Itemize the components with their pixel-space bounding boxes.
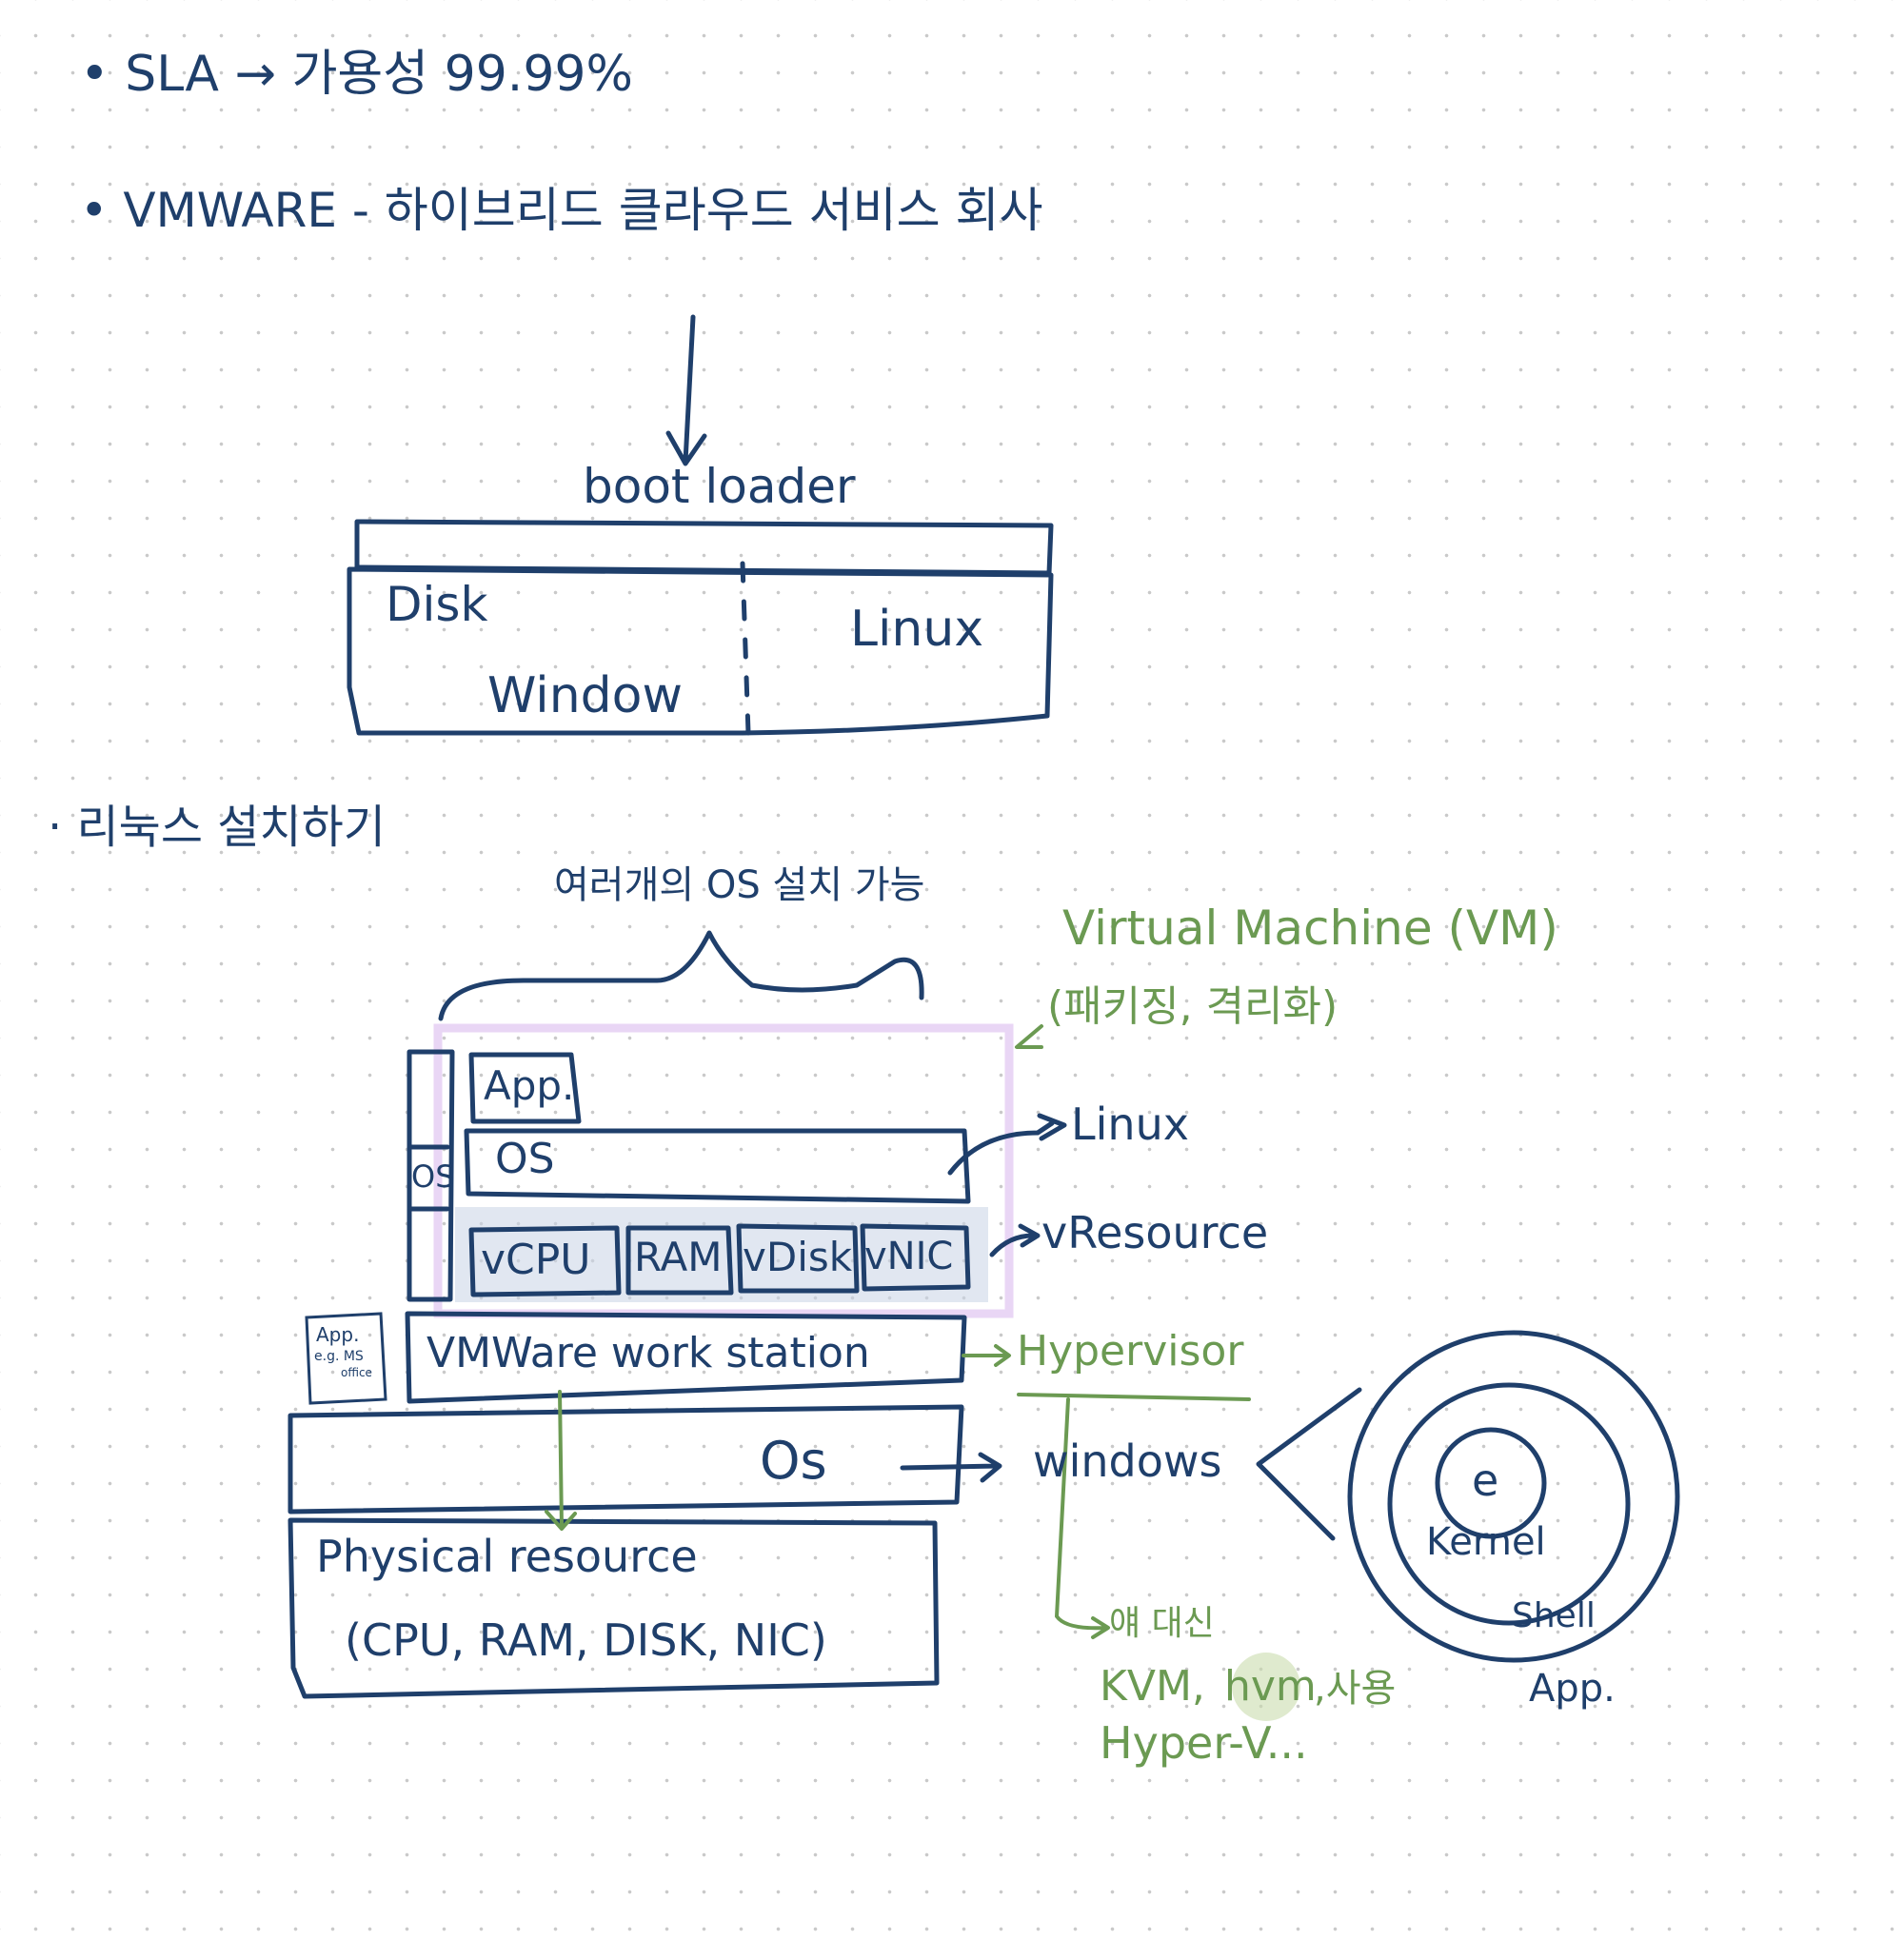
hypervisor-underline xyxy=(1017,1393,1251,1401)
onion-center-label: e xyxy=(1472,1455,1499,1506)
linux-label: Linux xyxy=(850,601,984,658)
vcpu-label: vCPU xyxy=(481,1236,591,1284)
hvm-highlight xyxy=(1232,1653,1300,1721)
vm-title: Virtual Machine (VM) xyxy=(1062,901,1558,956)
arrow-to-vresource xyxy=(989,1223,1041,1257)
note-sla: • SLA → 가용성 99.99% xyxy=(80,46,633,103)
app-small-eg: e.g. MS xyxy=(314,1349,364,1364)
host-os-label: Os xyxy=(760,1431,827,1491)
alt-line-2a: KVM, xyxy=(1100,1662,1205,1711)
hypervisor-label: Hypervisor xyxy=(1017,1327,1244,1376)
alt-line-2c: ,사용 xyxy=(1314,1667,1397,1711)
app-small-label: App. xyxy=(316,1323,360,1346)
onion-middle xyxy=(1387,1382,1631,1626)
alt-branch-arrow xyxy=(1055,1397,1110,1639)
kernel-label: Kernel xyxy=(1426,1520,1546,1564)
arrow-to-windows xyxy=(900,1452,1002,1483)
physical-box xyxy=(288,1517,940,1699)
arrow-to-linux xyxy=(947,1113,1067,1176)
ram-label: RAM xyxy=(634,1234,723,1280)
vm-subtitle: (패키징, 격리화) xyxy=(1047,982,1339,1031)
onion-core xyxy=(1435,1427,1547,1539)
disk-divider xyxy=(740,561,751,736)
section-linux-install: · 리눅스 설치하기 xyxy=(48,801,386,854)
vdisk-label: vDisk xyxy=(743,1234,853,1280)
shell-label: Shell xyxy=(1512,1596,1596,1635)
disk-box xyxy=(347,566,1054,736)
disk-label: Disk xyxy=(386,577,488,632)
app-label: App. xyxy=(484,1062,575,1109)
os-inner-label: OS xyxy=(495,1135,555,1183)
linux-vm-label: Linux xyxy=(1071,1099,1189,1150)
window-label: Window xyxy=(487,667,684,724)
down-arrow-icon xyxy=(665,314,707,466)
host-os-box xyxy=(288,1404,964,1514)
onion-wedge xyxy=(1256,1387,1362,1541)
boot-loader-label: boot loader xyxy=(583,459,856,514)
windows-label: windows xyxy=(1033,1435,1222,1487)
alt-line-3: Hyper-V... xyxy=(1100,1717,1308,1769)
app-box xyxy=(468,1052,582,1124)
physical-label-2: (CPU, RAM, DISK, NIC) xyxy=(345,1614,827,1666)
vnic-label: vNIC xyxy=(864,1235,954,1278)
workstation-box xyxy=(405,1311,967,1404)
app-small-card xyxy=(305,1312,387,1405)
alt-line-1: 얘 대신 xyxy=(1109,1604,1215,1643)
arrow-to-hypervisor xyxy=(962,1344,1011,1367)
arrow-to-vm xyxy=(1015,1024,1043,1049)
app-small-office: office xyxy=(341,1366,372,1379)
green-down-arrow xyxy=(545,1390,577,1531)
physical-label-1: Physical resource xyxy=(316,1531,698,1582)
note-vmware: • VMWARE - 하이브리드 클라우드 서비스 회사 xyxy=(80,183,1043,238)
os-side-column xyxy=(407,1049,455,1302)
workstation-label: VMWare work station xyxy=(426,1329,870,1377)
onion-outer xyxy=(1347,1330,1680,1663)
os-inner-box xyxy=(464,1128,971,1204)
vresource-label: vResource xyxy=(1041,1207,1269,1258)
alt-line-2b: hvm xyxy=(1224,1662,1317,1711)
boot-loader-box xyxy=(354,519,1054,576)
os-side-label: OS xyxy=(411,1158,455,1195)
onion-app-label: App. xyxy=(1529,1667,1616,1711)
brace-label: 여러개의 OS 설치 가능 xyxy=(554,863,925,907)
brace xyxy=(438,930,924,1021)
